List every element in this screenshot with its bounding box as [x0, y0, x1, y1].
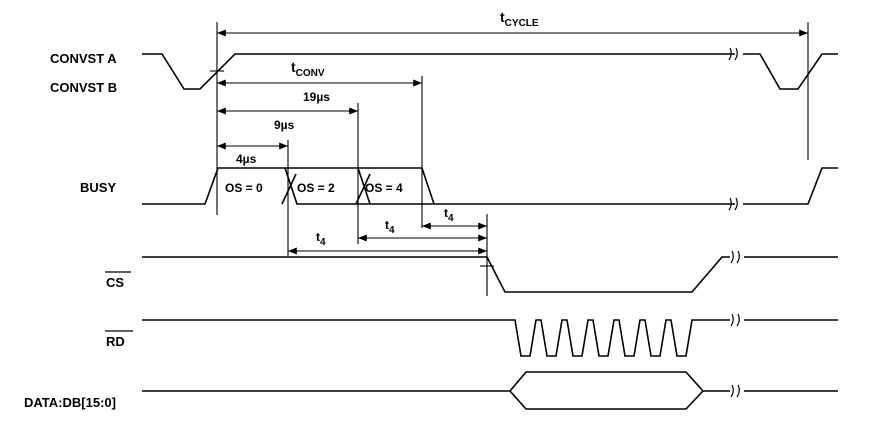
reference-lines	[210, 22, 809, 296]
dimension-arrows	[217, 29, 808, 255]
t19-label: 19µs	[303, 90, 330, 104]
t4-label-c: t4	[316, 230, 326, 248]
busy-state-os0: OS = 0	[225, 181, 263, 195]
signal-label-rd: RD	[106, 334, 125, 349]
data-bus-waveform	[142, 371, 838, 410]
tcycle-label: tCYCLE	[500, 9, 539, 29]
t4-label-a: t4	[444, 206, 454, 224]
signal-label-convst-a: CONVST A	[50, 51, 117, 66]
t4-label-b: t4	[385, 218, 395, 236]
signal-label-convst-b: CONVST B	[50, 80, 117, 95]
t9-label: 9µs	[274, 118, 295, 132]
signal-label-data: DATA:DB[15:0]	[24, 395, 116, 410]
t4us-label: 4µs	[236, 152, 257, 166]
signal-label-busy: BUSY	[80, 180, 116, 195]
busy-state-os2: OS = 2	[297, 181, 335, 195]
convst-waveform	[142, 53, 838, 90]
tconv-label: tCONV	[291, 59, 325, 79]
cs-waveform	[142, 256, 838, 293]
break-marks	[728, 47, 740, 398]
rd-waveform	[142, 319, 838, 357]
signal-label-cs: CS	[106, 275, 124, 290]
busy-state-os4: OS = 4	[365, 181, 403, 195]
